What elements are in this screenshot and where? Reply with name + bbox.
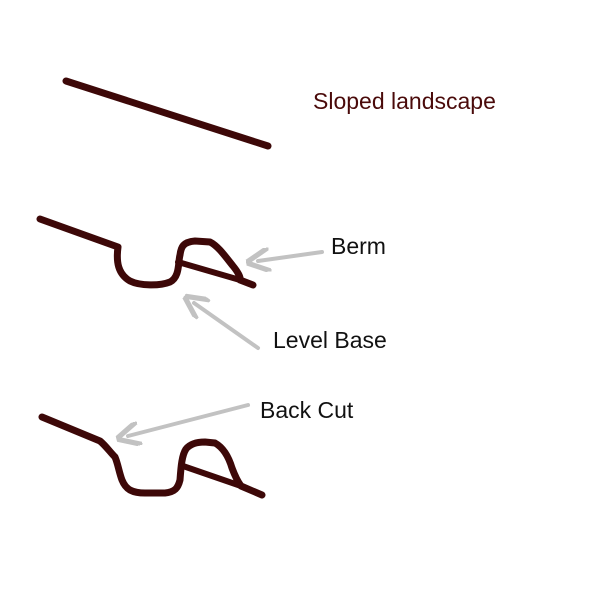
back-cut-label: Back Cut <box>260 397 354 423</box>
back-cut-berm-fill-line <box>180 463 244 489</box>
level-base-label: Level Base <box>273 327 387 353</box>
berm-label: Berm <box>331 233 386 259</box>
level-base-arrow <box>194 303 260 350</box>
sloped-landscape-line <box>62 77 272 150</box>
berm-arrow <box>258 252 324 261</box>
back-cut-profile <box>38 413 266 499</box>
level-base-berm-fill-line <box>175 259 243 283</box>
level-base-profile <box>36 215 257 289</box>
back-cut-arrow <box>128 403 250 436</box>
sloped-landscape-label: Sloped landscape <box>313 88 496 114</box>
